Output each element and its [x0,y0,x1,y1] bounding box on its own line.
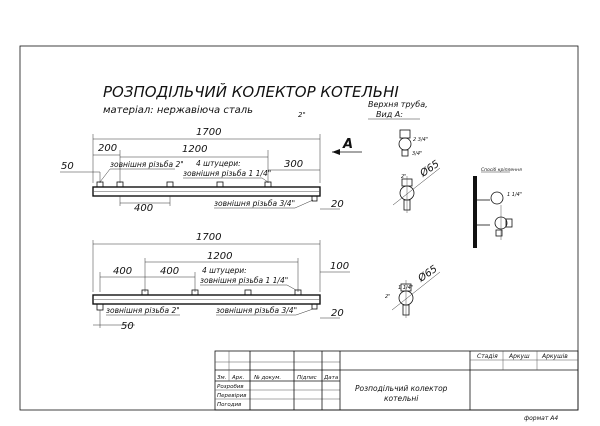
top-pipe-label: Верхня труба, [368,100,428,109]
c1-fitting [216,181,224,188]
c2-dim-1200: 1200 [207,251,232,262]
c1-fitting [116,181,124,188]
view2-diameter: Ø65 [415,263,440,285]
view-a-arrow: A [332,137,362,155]
c1-dim-300: 300 [284,159,303,170]
bracket-detail: Спосіб кріплення 1 1/4" [473,167,522,248]
view1-mark-top: 2" [401,174,406,180]
view2-thread-b: 2" [385,294,390,300]
tb-row-developed: Розробив [217,384,244,390]
c2-fitting [141,289,149,296]
c1-note-fittings-2: зовнішня різьба 1 1/4" [183,169,271,178]
c2-dim-100: 100 [330,261,349,272]
format-label: формат А4 [524,415,558,422]
c1-dim-400: 400 [134,203,153,214]
view-a-section: Верхня труба, Вид А: 2 3/4" 3/4" 2" Ø65 … [368,100,442,318]
c2-dim-400a: 400 [113,266,132,277]
c1-dim-total: 1700 [196,127,221,138]
bracket-thread: 1 1/4" [507,192,522,198]
c1-dim-1200: 1200 [182,144,207,155]
tb-sheets: Аркушів [541,353,568,360]
c2-dim-400b: 400 [160,266,179,277]
tb-row-approved: Погодив [217,402,241,408]
collector-1: 1700 200 1200 300 50 400 20 [60,127,344,214]
tb-row-checked: Перевірив [217,393,246,399]
c2-fitting [294,289,302,296]
c1-dim-200: 200 [98,143,117,154]
c1-end-fitting [311,195,318,202]
tb-name-line1: Розподільчий колектор [355,384,448,393]
drawing-title: РОЗПОДІЛЬЧИЙ КОЛЕКТОР КОТЕЛЬНІ [103,82,399,101]
mark-2: 2" [298,111,306,119]
tb-col-sign: Підпис [297,375,317,381]
c2-fitting [191,289,199,296]
view1-thread-a: 2 3/4" [413,137,428,143]
c1-fitting [166,181,174,188]
tb-name-line2: котельні [384,394,419,403]
c1-note-thread-34: зовнішня різьба 3/4" [214,199,295,208]
c1-dim-50: 50 [61,161,74,172]
collector-2: 1700 1200 400 400 100 4 штуцери: зовнішн… [92,232,350,332]
view-a-label: Вид А: [376,110,403,119]
c2-fitting [244,289,252,296]
c1-note-fittings-1: 4 штуцери: [196,159,241,168]
tb-col-doc: № докум. [253,375,281,381]
view-a-letter: A [342,137,353,152]
c2-fitting-2in [96,303,104,311]
view1-pipe-circle [398,137,412,151]
c1-dim-20: 20 [331,199,344,210]
c2-dim-20: 20 [331,308,344,319]
c1-note-thread-2: зовнішня різьба 2" [110,160,184,169]
c2-dim-50: 50 [121,321,134,332]
tb-sheet: Аркуш [508,353,530,360]
wall-plate [473,176,477,248]
bracket-label: Спосіб кріплення [481,167,522,173]
title-block: Стадія Аркуш Аркушів Зм. Арк. № докум. П… [214,350,579,411]
c2-dim-total: 1700 [196,232,221,243]
tb-col-date: Дата [323,375,339,381]
c2-note-thread-34: зовнішня різьба 3/4" [216,306,297,315]
material-note: матеріал: нержавіюча сталь [103,104,253,116]
tb-col-change: Зм. [217,375,227,381]
c2-note-thread-2: зовнішня різьба 2" [106,306,180,315]
c2-note-fittings-2: зовнішня різьба 1 1/4" [200,276,288,285]
c2-note-fittings-1: 4 штуцери: [202,266,247,275]
tb-col-sheet: Арк. [231,375,245,381]
bracket-pipe-top [490,191,504,205]
tb-stage: Стадія [477,353,498,360]
c2-end-fitting [311,303,318,310]
view1-thread-b: 3/4" [412,151,422,157]
view2-thread-a: 1 1/4" [398,285,413,291]
